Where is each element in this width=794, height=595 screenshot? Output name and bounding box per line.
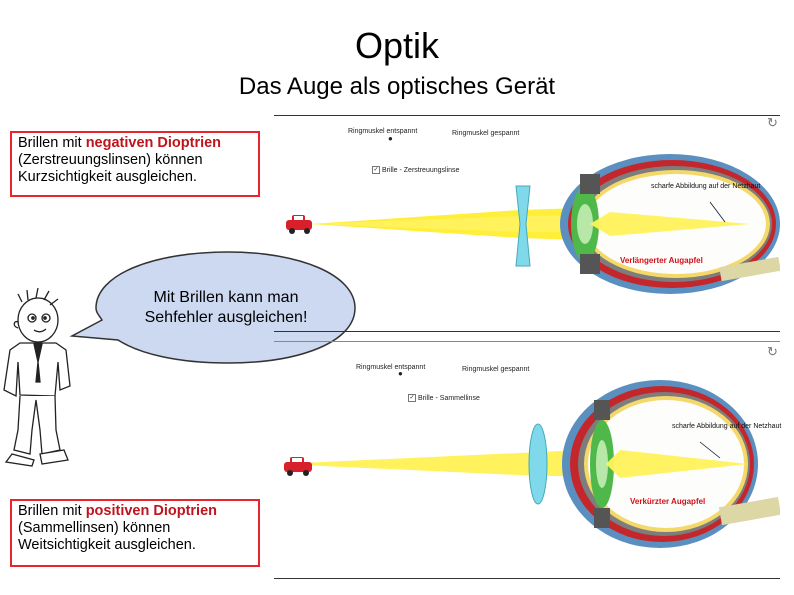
man-head — [18, 298, 58, 342]
divider-middle-2 — [274, 341, 780, 342]
myopia-eye-diagram — [280, 112, 780, 332]
man-legs — [14, 396, 60, 454]
negative-diopter-highlight: negativen Dioptrien — [86, 135, 221, 151]
box-prefix: Brillen mit — [18, 135, 86, 151]
car-icon — [284, 457, 312, 476]
sharp-image-label-top: scharfe Abbildung auf der Netzhaut — [651, 183, 760, 191]
convex-lens-text-box: Brillen mit positiven Dioptrien (Sammell… — [10, 499, 260, 567]
box-line3: Weitsichtigkeit ausgleichen. — [18, 537, 196, 553]
convex-lens-icon — [529, 424, 547, 504]
car-icon — [286, 215, 312, 234]
positive-diopter-highlight: positiven Dioptrien — [86, 503, 217, 519]
concave-lens-text-box: Brillen mit negativen Dioptrien (Zerstre… — [10, 131, 260, 197]
cartoon-man — [4, 288, 70, 466]
elongated-eye-label: Verlängerter Augapfel — [620, 256, 703, 265]
box-line2: (Zerstreuungslinsen) können — [18, 152, 203, 168]
page-title: Optik — [0, 26, 794, 66]
divider-bottom — [274, 578, 780, 579]
box-line3: Kurzsichtigkeit ausgleichen. — [18, 169, 197, 185]
box-prefix: Brillen mit — [18, 503, 86, 519]
hyperopia-eye-diagram — [280, 346, 780, 576]
shortened-eye-label: Verkürzter Augapfel — [630, 497, 705, 506]
sharp-image-label-bottom: scharfe Abbildung auf der Netzhaut — [672, 423, 781, 431]
box-line2: (Sammellinsen) können — [18, 520, 170, 536]
page-subtitle: Das Auge als optisches Gerät — [0, 72, 794, 102]
